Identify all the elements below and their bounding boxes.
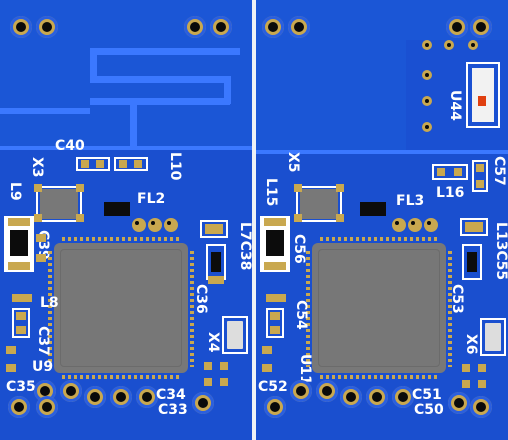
crystal-x5 <box>296 186 342 222</box>
silk-c54: C54 <box>293 300 309 330</box>
silk-u44: U44 <box>447 90 463 121</box>
header-pad <box>210 16 232 38</box>
silk-l7c38: L7C38 <box>237 222 252 271</box>
header-pad <box>446 16 468 38</box>
header-pad <box>470 16 492 38</box>
silk-c52: C52 <box>258 379 288 395</box>
component-l10 <box>114 157 148 171</box>
silk-u9: U9 <box>32 359 54 375</box>
header-pad <box>448 392 470 414</box>
silk-c37: C37 <box>35 326 51 356</box>
header-pad <box>288 16 310 38</box>
component-c55 <box>460 218 488 236</box>
silk-x3: X3 <box>29 157 45 178</box>
silk-c51: C51 <box>412 387 442 403</box>
crystal-x6 <box>480 318 506 356</box>
crystal-x3 <box>36 186 82 222</box>
crystal-x4 <box>222 316 248 354</box>
header-pad <box>36 396 58 418</box>
component-l16 <box>432 164 468 180</box>
header-pad <box>110 386 132 408</box>
component-l13 <box>462 244 482 280</box>
header-pad <box>136 386 158 408</box>
header-pad <box>340 386 362 408</box>
silk-l16: L16 <box>436 185 465 201</box>
silk-l13c55: L13C55 <box>493 222 508 281</box>
chip-u9 <box>54 243 188 373</box>
component-c54 <box>266 308 284 338</box>
header-pad <box>10 16 32 38</box>
header-pad <box>184 16 206 38</box>
component-c38 <box>200 220 228 238</box>
silk-c50: C50 <box>414 402 444 418</box>
chip-u11 <box>312 243 446 373</box>
silk-c56: C56 <box>291 234 307 264</box>
silk-c40: C40 <box>55 138 85 154</box>
silk-c36: C36 <box>193 284 209 314</box>
silk-x4: X4 <box>205 332 221 353</box>
silk-fl3: FL3 <box>396 193 425 209</box>
filter-fl2 <box>104 202 130 216</box>
silk-c34: C34 <box>156 387 186 403</box>
component-c37 <box>12 308 30 338</box>
header-pad <box>316 380 338 402</box>
component-c40 <box>76 157 110 171</box>
silk-l8: L8 <box>40 295 59 311</box>
header-pad <box>366 386 388 408</box>
silk-c33: C33 <box>158 402 188 418</box>
filter-fl3 <box>360 202 386 216</box>
header-pad <box>8 396 30 418</box>
header-pad <box>392 386 414 408</box>
antenna-u44 <box>466 62 500 128</box>
header-pad <box>290 380 312 402</box>
pcb-board-left: C40 L10 X3 FL2 L9 C39 L7C38 C36 X4 L <box>0 0 252 440</box>
silk-fl2: FL2 <box>137 191 166 207</box>
header-pad <box>84 386 106 408</box>
silk-c57: C57 <box>491 156 507 186</box>
header-pad <box>60 380 82 402</box>
silk-l9: L9 <box>7 182 23 201</box>
silk-x6: X6 <box>463 334 479 355</box>
silk-c35: C35 <box>6 379 36 395</box>
silk-x5: X5 <box>285 152 301 173</box>
component-c57 <box>472 160 488 192</box>
header-pad <box>262 16 284 38</box>
header-pad <box>264 396 286 418</box>
silk-l10: L10 <box>167 152 183 181</box>
header-pad <box>470 396 492 418</box>
header-pad <box>36 16 58 38</box>
header-pad <box>192 392 214 414</box>
silk-l15: L15 <box>263 178 279 207</box>
pcb-board-right: U44 X5 L16 C57 FL3 L15 C56 L13C55 C53 X6… <box>256 0 508 440</box>
silk-c53: C53 <box>449 284 465 314</box>
